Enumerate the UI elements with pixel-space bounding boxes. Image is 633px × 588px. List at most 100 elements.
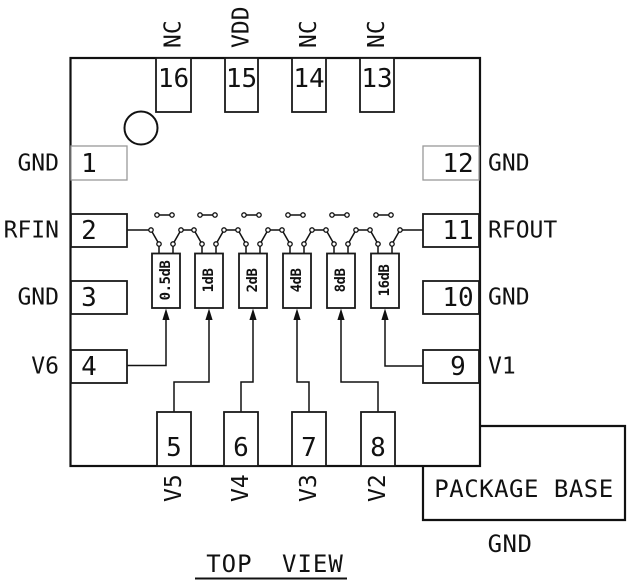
control-wire-v2 xyxy=(340,318,379,412)
pin1-marker-icon xyxy=(123,110,159,146)
pin-8: 8 V2 xyxy=(360,411,396,502)
pin-number: 11 xyxy=(442,216,473,246)
contact-dot xyxy=(257,241,263,247)
contact-dot xyxy=(279,227,285,233)
contact-dot xyxy=(397,227,403,233)
pin-number: 4 xyxy=(81,352,97,382)
pin-9: 9 V1 xyxy=(422,349,516,384)
arrow-up-icon xyxy=(205,308,213,320)
contact-dot xyxy=(265,227,271,233)
pin-box xyxy=(223,411,259,467)
pin-number: 14 xyxy=(293,64,324,94)
contact-dot xyxy=(300,212,306,218)
pin-box xyxy=(360,411,396,467)
control-wire-v1 xyxy=(384,318,423,367)
pin-number: 1 xyxy=(81,149,97,179)
pin-number: 15 xyxy=(226,64,257,94)
contact-dot xyxy=(199,241,205,247)
pin-number: 6 xyxy=(233,433,249,463)
attenuator-label: 16dB xyxy=(377,265,393,297)
contact-dot xyxy=(309,227,315,233)
pin-label: NC xyxy=(364,20,390,48)
pin-number: 7 xyxy=(301,433,317,463)
pin-label: RFOUT xyxy=(488,218,557,244)
pin-box xyxy=(422,145,480,181)
contact-dot xyxy=(367,227,373,233)
attenuator-stage-5: 8dB xyxy=(323,212,359,309)
contact-dot xyxy=(353,227,359,233)
pin-box xyxy=(155,57,192,113)
contact-dot xyxy=(212,212,218,218)
pin-label: GND xyxy=(488,151,530,177)
attenuator-stage-1: 0.5dB xyxy=(148,212,184,309)
pin-box xyxy=(422,280,480,315)
ic-package-outline xyxy=(69,56,482,468)
control-wire-v6 xyxy=(127,318,167,367)
contact-dot xyxy=(345,241,351,247)
package-base-label: PACKAGE BASE xyxy=(434,475,613,503)
contact-dot xyxy=(191,227,197,233)
pin-number: 3 xyxy=(81,283,97,313)
contact-dot xyxy=(241,212,247,218)
pin-6: 6 V4 xyxy=(223,411,259,502)
contact-dot xyxy=(243,241,249,247)
attenuator-stage-2: 1dB xyxy=(191,212,227,309)
attenuator-box xyxy=(282,252,312,309)
package-base-box xyxy=(421,424,627,522)
pin-4: 4 V6 xyxy=(31,349,128,384)
attenuator-label: 1dB xyxy=(201,269,217,293)
contact-dot xyxy=(235,227,241,233)
contact-dot xyxy=(148,227,154,233)
attenuator-box xyxy=(151,252,181,309)
pin-number: 13 xyxy=(361,64,392,94)
pin-box xyxy=(291,411,327,467)
contact-dot xyxy=(389,241,395,247)
pin-11: 11 RFOUT xyxy=(422,213,557,248)
contact-dot xyxy=(178,227,184,233)
pin-number: 9 xyxy=(450,352,466,382)
contact-dot xyxy=(373,212,379,218)
contact-dot xyxy=(213,241,219,247)
arrow-up-icon xyxy=(162,308,170,320)
pin-2: 2 RFIN xyxy=(4,213,128,248)
attenuator-box xyxy=(326,252,356,309)
contact-dot xyxy=(301,241,307,247)
arrow-up-icon xyxy=(381,308,389,320)
pin-15: 15 VDD xyxy=(224,6,259,113)
pin-label: NC xyxy=(161,20,187,48)
contact-dot xyxy=(169,212,175,218)
page-title: TOP VIEW xyxy=(206,550,344,578)
pin-label: GND xyxy=(17,285,59,311)
contact-dot xyxy=(329,212,335,218)
contact-dot xyxy=(287,241,293,247)
pin-label: V1 xyxy=(488,354,516,380)
pin-box xyxy=(224,57,259,113)
pin-number: 16 xyxy=(158,64,189,94)
pin-label: GND xyxy=(17,151,59,177)
control-wire-v3 xyxy=(296,318,310,412)
pin-10: 10 GND xyxy=(422,280,530,315)
pin-number: 10 xyxy=(442,283,473,313)
attenuator-stage-3: 2dB xyxy=(235,212,271,309)
pin-box xyxy=(422,349,480,384)
attenuator-box xyxy=(194,252,224,309)
pin-label: V5 xyxy=(161,474,187,502)
contact-dot xyxy=(344,212,350,218)
arrow-up-icon xyxy=(293,308,301,320)
pin-7: 7 V3 xyxy=(291,411,327,502)
pin-box xyxy=(70,145,128,181)
pin-number: 12 xyxy=(442,149,473,179)
pin-label: V3 xyxy=(296,474,322,502)
pin-box xyxy=(70,349,128,384)
attenuator-stage-4: 4dB xyxy=(279,212,315,309)
pin-box xyxy=(291,57,327,113)
pin-1: 1 GND xyxy=(17,145,128,181)
pin-box xyxy=(156,411,192,467)
contact-dot xyxy=(285,212,291,218)
contact-dot xyxy=(388,212,394,218)
pin-label: V6 xyxy=(31,354,59,380)
pin-label: NC xyxy=(296,20,322,48)
pin-number: 2 xyxy=(81,216,97,246)
attenuator-label: 0.5dB xyxy=(158,261,174,301)
